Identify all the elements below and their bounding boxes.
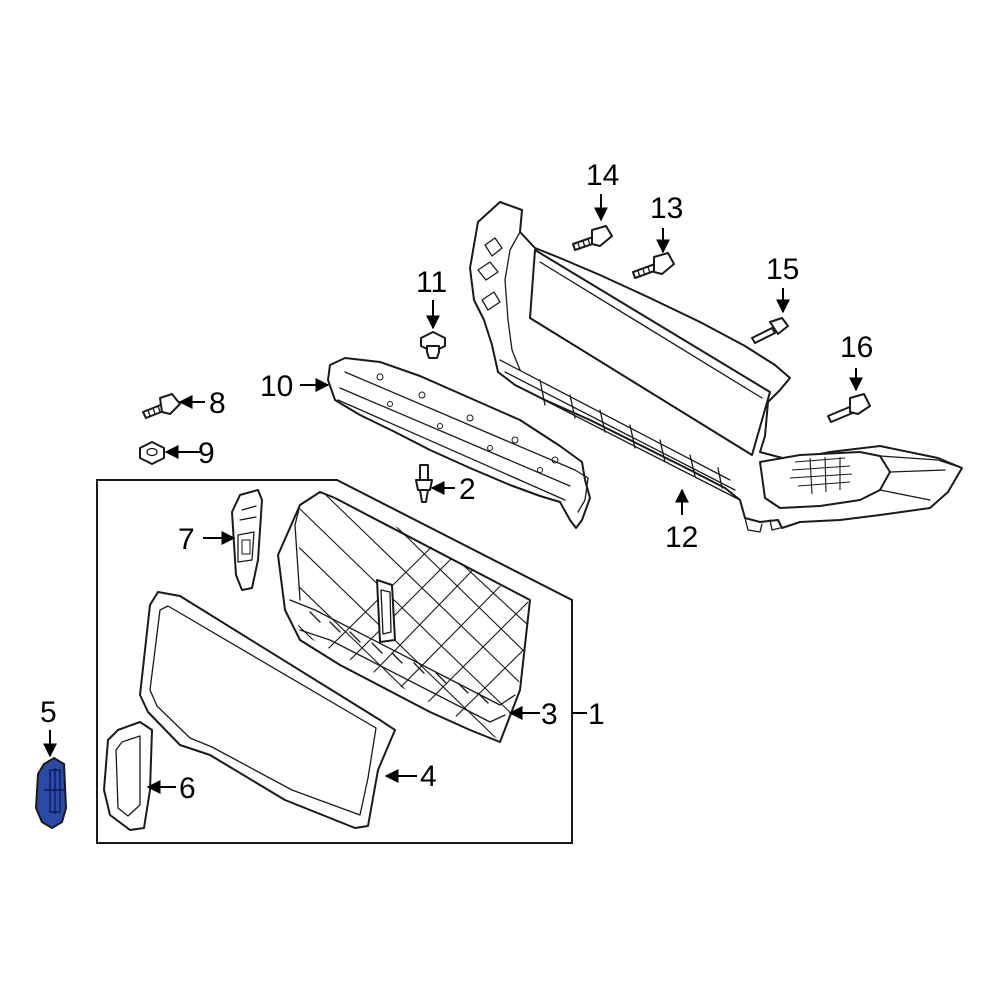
callout-11: 11 xyxy=(416,266,447,299)
callout-16: 16 xyxy=(840,331,873,364)
callout-2: 2 xyxy=(459,473,476,506)
bumper-carrier xyxy=(469,201,963,533)
callout-14: 14 xyxy=(586,159,619,192)
callout-3: 3 xyxy=(541,698,558,731)
bracket-7 xyxy=(231,489,263,591)
callout-7: 7 xyxy=(178,523,195,556)
callout-labels: 1 2 3 4 5 6 7 8 9 10 11 12 13 14 15 16 xyxy=(40,159,873,805)
pin-15 xyxy=(751,317,789,344)
assembly-frame xyxy=(96,479,573,844)
upper-tie-bar xyxy=(327,357,591,529)
nut-9 xyxy=(139,441,165,465)
surround-4 xyxy=(139,591,396,829)
callout-6: 6 xyxy=(179,772,196,805)
bolt-13 xyxy=(632,252,675,279)
callout-5: 5 xyxy=(40,696,57,729)
emblem-5 xyxy=(34,756,68,830)
callout-13: 13 xyxy=(650,192,683,225)
insert-6 xyxy=(103,721,153,831)
bolt-8 xyxy=(142,393,181,419)
callout-9: 9 xyxy=(198,437,215,470)
bolt-14 xyxy=(572,225,613,251)
bolt-16 xyxy=(827,393,871,423)
callout-12: 12 xyxy=(665,521,698,554)
callout-15: 15 xyxy=(766,253,799,286)
stud-2 xyxy=(415,464,433,503)
callout-8: 8 xyxy=(209,387,226,420)
bolt-11 xyxy=(420,331,446,359)
callout-10: 10 xyxy=(260,370,293,403)
leader-lines xyxy=(43,194,863,794)
callout-1: 1 xyxy=(588,698,605,731)
callout-4: 4 xyxy=(420,760,437,793)
